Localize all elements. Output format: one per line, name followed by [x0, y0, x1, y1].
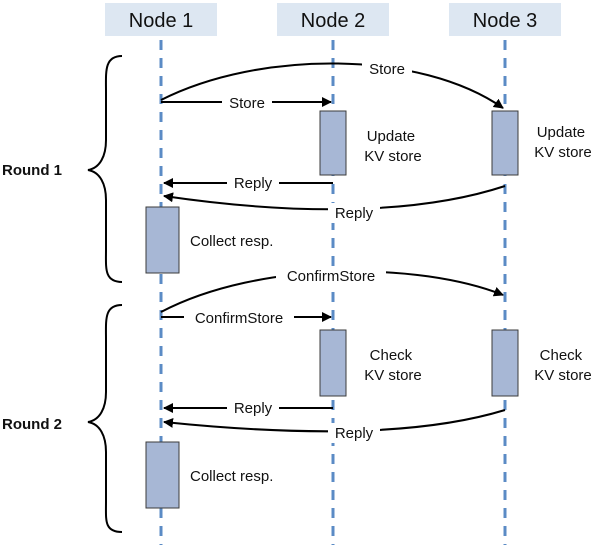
round-1-label: Round 1 — [2, 162, 62, 179]
activation-label-node2-check: Check KV store — [364, 347, 422, 384]
round-2-brace — [87, 304, 123, 533]
msg-reply-node3-node1-label-bg — [328, 203, 380, 223]
msg-reply-2-node2-node1-label-bg — [227, 399, 279, 418]
activation-node1-collect-2 — [145, 441, 180, 509]
msg-confirmstore-node1-node2-label-bg — [184, 308, 294, 327]
node-3-header — [449, 3, 561, 36]
msg-confirmstore-node1-node2-label: ConfirmStore — [195, 310, 283, 327]
msg-reply-node3-node1-label: Reply — [335, 205, 374, 222]
activation-label-node1-collect-1: Collect resp. — [190, 233, 273, 250]
msg-store-node1-node3-arrow — [160, 62, 504, 109]
msg-reply-2-node2-node1-label: Reply — [234, 400, 273, 417]
msg-store-node1-node2-label-bg — [222, 93, 272, 112]
node-1-header — [105, 3, 217, 36]
msg-reply-2-node3-node1-label-bg — [328, 423, 380, 443]
activation-node2-update — [319, 110, 347, 176]
msg-reply-node2-node1-label-bg — [227, 174, 279, 193]
activation-label-node2-update: Update KV store — [364, 128, 422, 165]
activation-label-node1-collect-2: Collect resp. — [190, 468, 273, 485]
msg-confirmstore-node1-node3-label-bg — [276, 266, 386, 286]
msg-store-node1-node3-label: Store — [369, 61, 405, 78]
node-2-header — [277, 3, 389, 36]
activation-label-node3-check: Check KV store — [534, 347, 592, 384]
msg-store-node1-node2-label: Store — [229, 95, 265, 112]
activation-node1-collect-1 — [145, 206, 180, 274]
msg-reply-node2-node1-label: Reply — [234, 175, 273, 192]
node-1-title: Node 1 — [129, 10, 194, 32]
node-2-title: Node 2 — [301, 10, 366, 32]
msg-reply-2-node3-node1-label: Reply — [335, 425, 374, 442]
msg-confirmstore-node1-node3-label: ConfirmStore — [287, 268, 375, 285]
round-1-brace — [87, 55, 123, 283]
msg-store-node1-node3-label-bg — [362, 59, 412, 79]
activation-node2-check — [319, 329, 347, 397]
activation-node3-check — [491, 329, 519, 397]
activation-label-node3-update: Update KV store — [534, 124, 592, 161]
node-3-title: Node 3 — [473, 10, 538, 32]
round-2-label: Round 2 — [2, 416, 62, 433]
activation-node3-update — [491, 110, 519, 176]
